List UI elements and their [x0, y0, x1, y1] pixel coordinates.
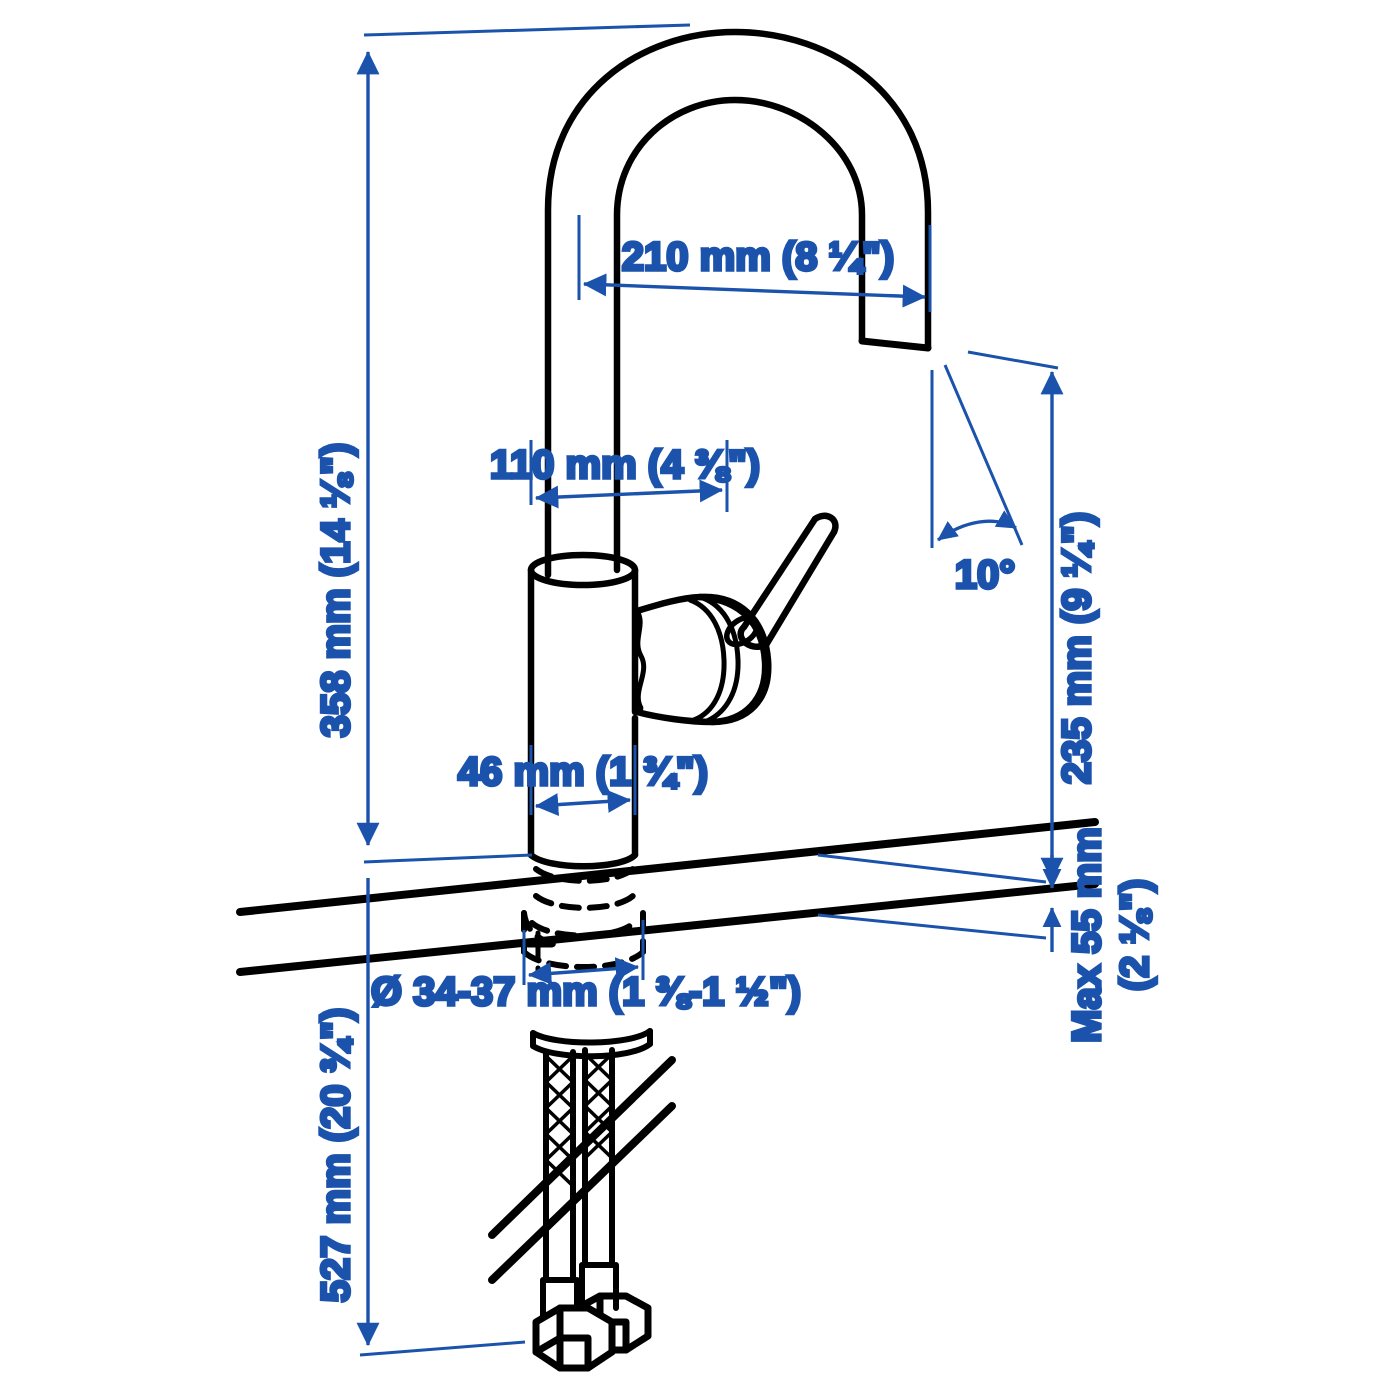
- spout-outer-wall: [544, 28, 932, 579]
- angle-arc-10: [936, 510, 1017, 542]
- dim-countertop-thickness: [817, 853, 1062, 952]
- leader-bottom-358: [363, 853, 533, 864]
- dim-line-dia: [527, 957, 640, 985]
- spout-inner-wall: [613, 96, 866, 574]
- dim-overall-height: [356, 23, 691, 864]
- leader-ct-top: [817, 853, 1047, 884]
- dim-label-countertop-thickness-inch: (2 ⅛"): [1113, 879, 1157, 991]
- dim-body-diameter: [529, 745, 637, 817]
- dim-spout-height: [967, 350, 1064, 882]
- hex-connector-nuts: [532, 1292, 652, 1372]
- body-bottom-edge: [527, 851, 639, 870]
- leader-top-358: [363, 23, 691, 37]
- dim-total-length: [356, 878, 526, 1357]
- dim-label-spout-reach: 210 mm (8 ¼"): [622, 235, 894, 279]
- hose-break-lines: [488, 1056, 676, 1284]
- dim-spout-tilt-angle: [930, 364, 1024, 548]
- dim-spout-inlet-offset: [529, 440, 729, 512]
- hose-braid-texture-right: [583, 1052, 614, 1160]
- braided-supply-hoses: [530, 1028, 653, 1325]
- dim-line-210: [582, 273, 927, 308]
- dim-label-spout-height: 235 mm (9 ¼"): [1055, 512, 1099, 784]
- handle-cartridge-housing: [633, 593, 772, 726]
- countertop-section: [236, 818, 1099, 976]
- dim-label-body-diameter: 46 mm (1 ¾"): [458, 750, 708, 794]
- dim-hole-diameter: [522, 920, 645, 985]
- dim-line-46: [534, 789, 632, 817]
- dimension-annotations: 358 mm (14 ⅛") 527 mm (20 ¾") 210 mm (8 …: [312, 23, 1159, 1357]
- dim-spout-reach: [577, 215, 932, 312]
- dim-label-hole-diameter: Ø 34-37 mm (1 ⅜-1 ½"): [371, 970, 801, 1014]
- spout-tip-aerator: [858, 337, 932, 352]
- dim-label-overall-height: 358 mm (14 ⅛"): [314, 443, 358, 738]
- leader-ct-bottom: [817, 913, 1047, 940]
- dim-line-110: [534, 479, 724, 509]
- dim-label-total-length: 527 mm (20 ¾"): [314, 1008, 358, 1303]
- dim-label-spout-inlet-offset: 110 mm (4 ⅜"): [490, 443, 760, 487]
- hose-braid-texture-left: [544, 1054, 575, 1188]
- dim-label-countertop-thickness: Max 55 mm: [1065, 827, 1109, 1043]
- dim-label-spout-tilt-angle: 10°: [955, 553, 1016, 597]
- leader-bottom-527: [359, 1340, 526, 1357]
- single-lever-handle: [737, 512, 839, 650]
- angle-ref-tilted: [943, 364, 1024, 546]
- leader-top-235: [967, 350, 1059, 370]
